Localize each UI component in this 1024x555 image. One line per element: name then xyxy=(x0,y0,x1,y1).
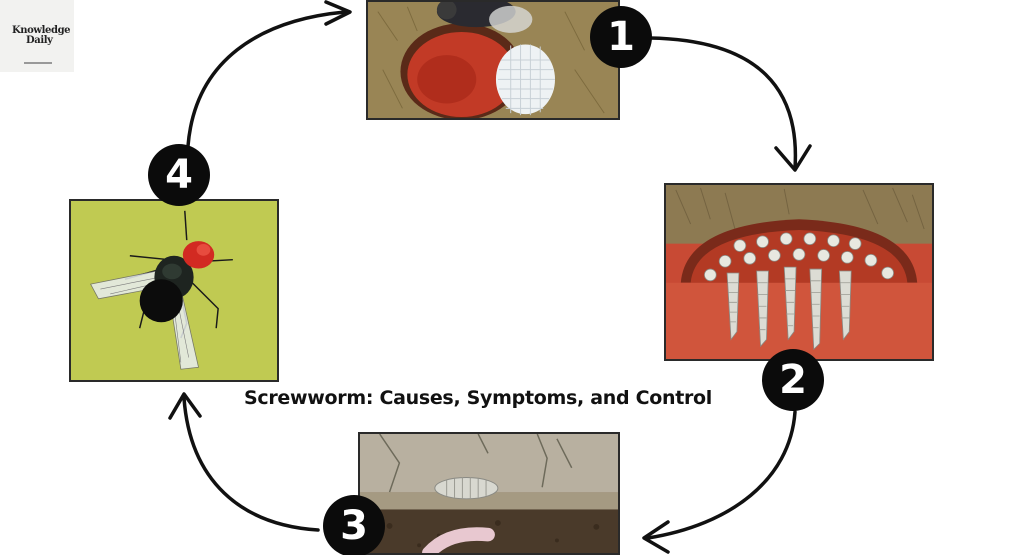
logo-line-1: Knowledge xyxy=(12,25,71,36)
diagram-title: Screwworm: Causes, Symptoms, and Control xyxy=(244,387,713,409)
arrow-2-to-3-head xyxy=(642,520,670,554)
logo-line-2: Daily xyxy=(26,35,53,46)
stage-4-image xyxy=(69,199,279,382)
logo-text: Knowledge Daily xyxy=(12,25,71,46)
stage-4-badge: 4 xyxy=(148,144,210,206)
arrow-2-to-3 xyxy=(646,410,797,540)
arrow-4-to-1-head xyxy=(324,0,352,26)
stage-3-badge: 3 xyxy=(323,495,385,555)
stage-3-image xyxy=(358,432,620,555)
arrow-3-to-4 xyxy=(182,396,320,532)
logo-underline xyxy=(24,62,52,64)
stage-1-image xyxy=(366,0,620,120)
stage-1-badge: 1 xyxy=(590,6,652,68)
stage-2-image xyxy=(664,183,934,361)
arrow-4-to-1 xyxy=(186,10,347,148)
arrow-1-to-2 xyxy=(648,36,798,170)
arrow-3-to-4-head xyxy=(168,392,202,420)
knowledge-daily-logo: Knowledge Daily xyxy=(0,0,74,72)
stage-2-badge: 2 xyxy=(762,349,824,411)
arrow-1-to-2-head xyxy=(774,144,812,172)
